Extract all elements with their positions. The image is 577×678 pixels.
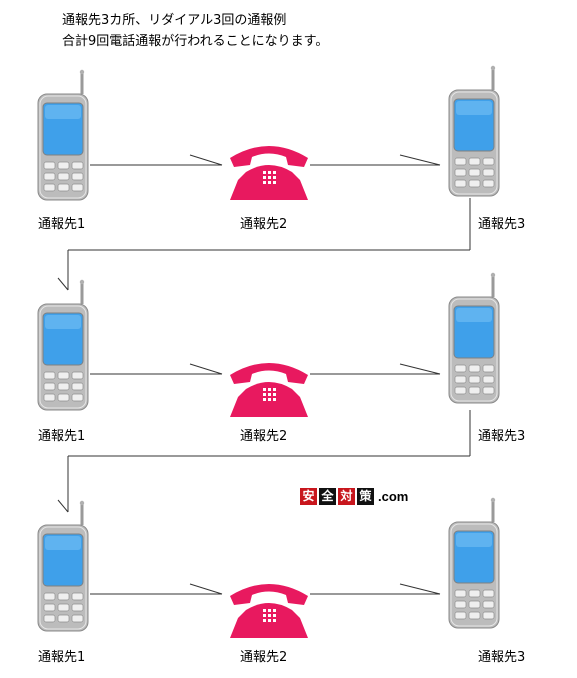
caption-line-2: 合計9回電話通報が行われることになります。 [62, 34, 329, 49]
row1-desk-telephone-icon [230, 146, 308, 200]
row3-desk-telephone-icon [230, 584, 308, 638]
row3-destination-2-label: 通報先2 [240, 650, 288, 665]
row3-destination-3-label: 通報先3 [478, 650, 526, 665]
row3-destination-1-label: 通報先1 [38, 650, 86, 665]
row1-destination-1-label: 通報先1 [38, 217, 86, 232]
row1-destination-3-label: 通報先3 [478, 217, 526, 232]
row1-mobile-phone-icon-2 [448, 65, 500, 197]
row2-mobile-phone-icon-2 [448, 272, 500, 404]
row2-mobile-phone-icon [37, 279, 89, 411]
row2-destination-1-label: 通報先1 [38, 429, 86, 444]
row2-desk-telephone-icon [230, 363, 308, 417]
row2-arrow-2 [399, 363, 441, 375]
logo-char-2: 全 [319, 488, 336, 505]
row3-arrow-1 [189, 583, 223, 595]
row3-mobile-phone-icon-2 [448, 497, 500, 629]
site-logo: 安 全 対 策 .com [300, 488, 408, 505]
return-arrow-1 [57, 277, 69, 291]
row2-destination-2-label: 通報先2 [240, 429, 288, 444]
row1-mobile-phone-icon [37, 69, 89, 201]
row1-arrow-2 [399, 154, 441, 166]
logo-char-3: 対 [338, 488, 355, 505]
logo-char-1: 安 [300, 488, 317, 505]
caption-line-1: 通報先3カ所、リダイアル3回の通報例 [62, 13, 287, 28]
row1-destination-2-label: 通報先2 [240, 217, 288, 232]
row1-arrow-1 [189, 154, 223, 166]
row3-arrow-2 [399, 583, 441, 595]
row2-destination-3-label: 通報先3 [478, 429, 526, 444]
row2-arrow-1 [189, 363, 223, 375]
return-arrow-2 [57, 499, 69, 513]
row3-mobile-phone-icon [37, 500, 89, 632]
logo-domain: .com [378, 489, 409, 504]
logo-char-4: 策 [357, 488, 374, 505]
